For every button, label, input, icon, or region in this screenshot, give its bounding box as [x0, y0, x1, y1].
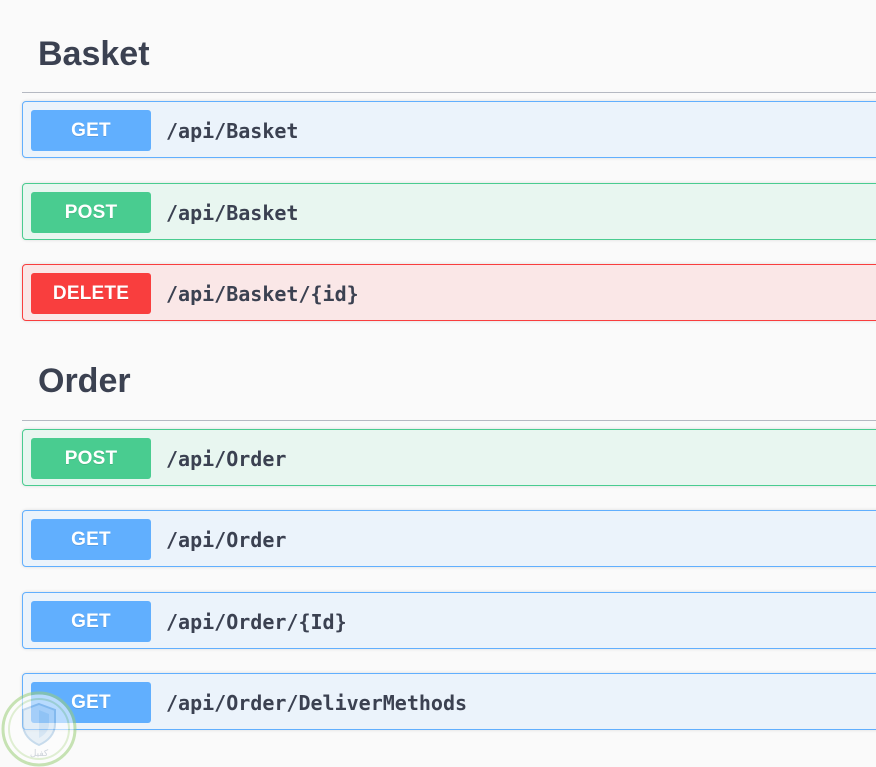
- method-badge: POST: [31, 192, 151, 233]
- method-badge: DELETE: [31, 273, 151, 314]
- section-title-basket[interactable]: Basket: [38, 35, 150, 73]
- method-badge: POST: [31, 438, 151, 479]
- endpoint-post-basket[interactable]: POST /api/Basket: [22, 183, 876, 240]
- section-divider: [22, 92, 876, 93]
- endpoint-path: /api/Order/DeliverMethods: [166, 690, 468, 715]
- section-title-order[interactable]: Order: [38, 362, 131, 400]
- watermark-text: كفيل: [30, 749, 49, 759]
- endpoint-path: /api/Basket: [166, 200, 299, 225]
- endpoint-path: /api/Order/{Id}: [166, 609, 347, 634]
- method-badge: GET: [31, 110, 151, 151]
- section-divider: [22, 420, 876, 421]
- endpoint-path: /api/Order: [166, 527, 287, 552]
- endpoint-path: /api/Order: [166, 446, 287, 471]
- method-badge: GET: [31, 519, 151, 560]
- endpoint-get-basket[interactable]: GET /api/Basket: [22, 101, 876, 158]
- endpoint-get-order-delivermethods[interactable]: GET /api/Order/DeliverMethods: [22, 673, 876, 730]
- endpoint-delete-basket-id[interactable]: DELETE /api/Basket/{id}: [22, 264, 876, 321]
- endpoint-post-order[interactable]: POST /api/Order: [22, 429, 876, 486]
- endpoint-path: /api/Basket: [166, 118, 299, 143]
- endpoint-get-order[interactable]: GET /api/Order: [22, 510, 876, 567]
- method-badge: GET: [31, 682, 151, 723]
- endpoint-get-order-id[interactable]: GET /api/Order/{Id}: [22, 592, 876, 649]
- endpoint-path: /api/Basket/{id}: [166, 281, 359, 306]
- method-badge: GET: [31, 601, 151, 642]
